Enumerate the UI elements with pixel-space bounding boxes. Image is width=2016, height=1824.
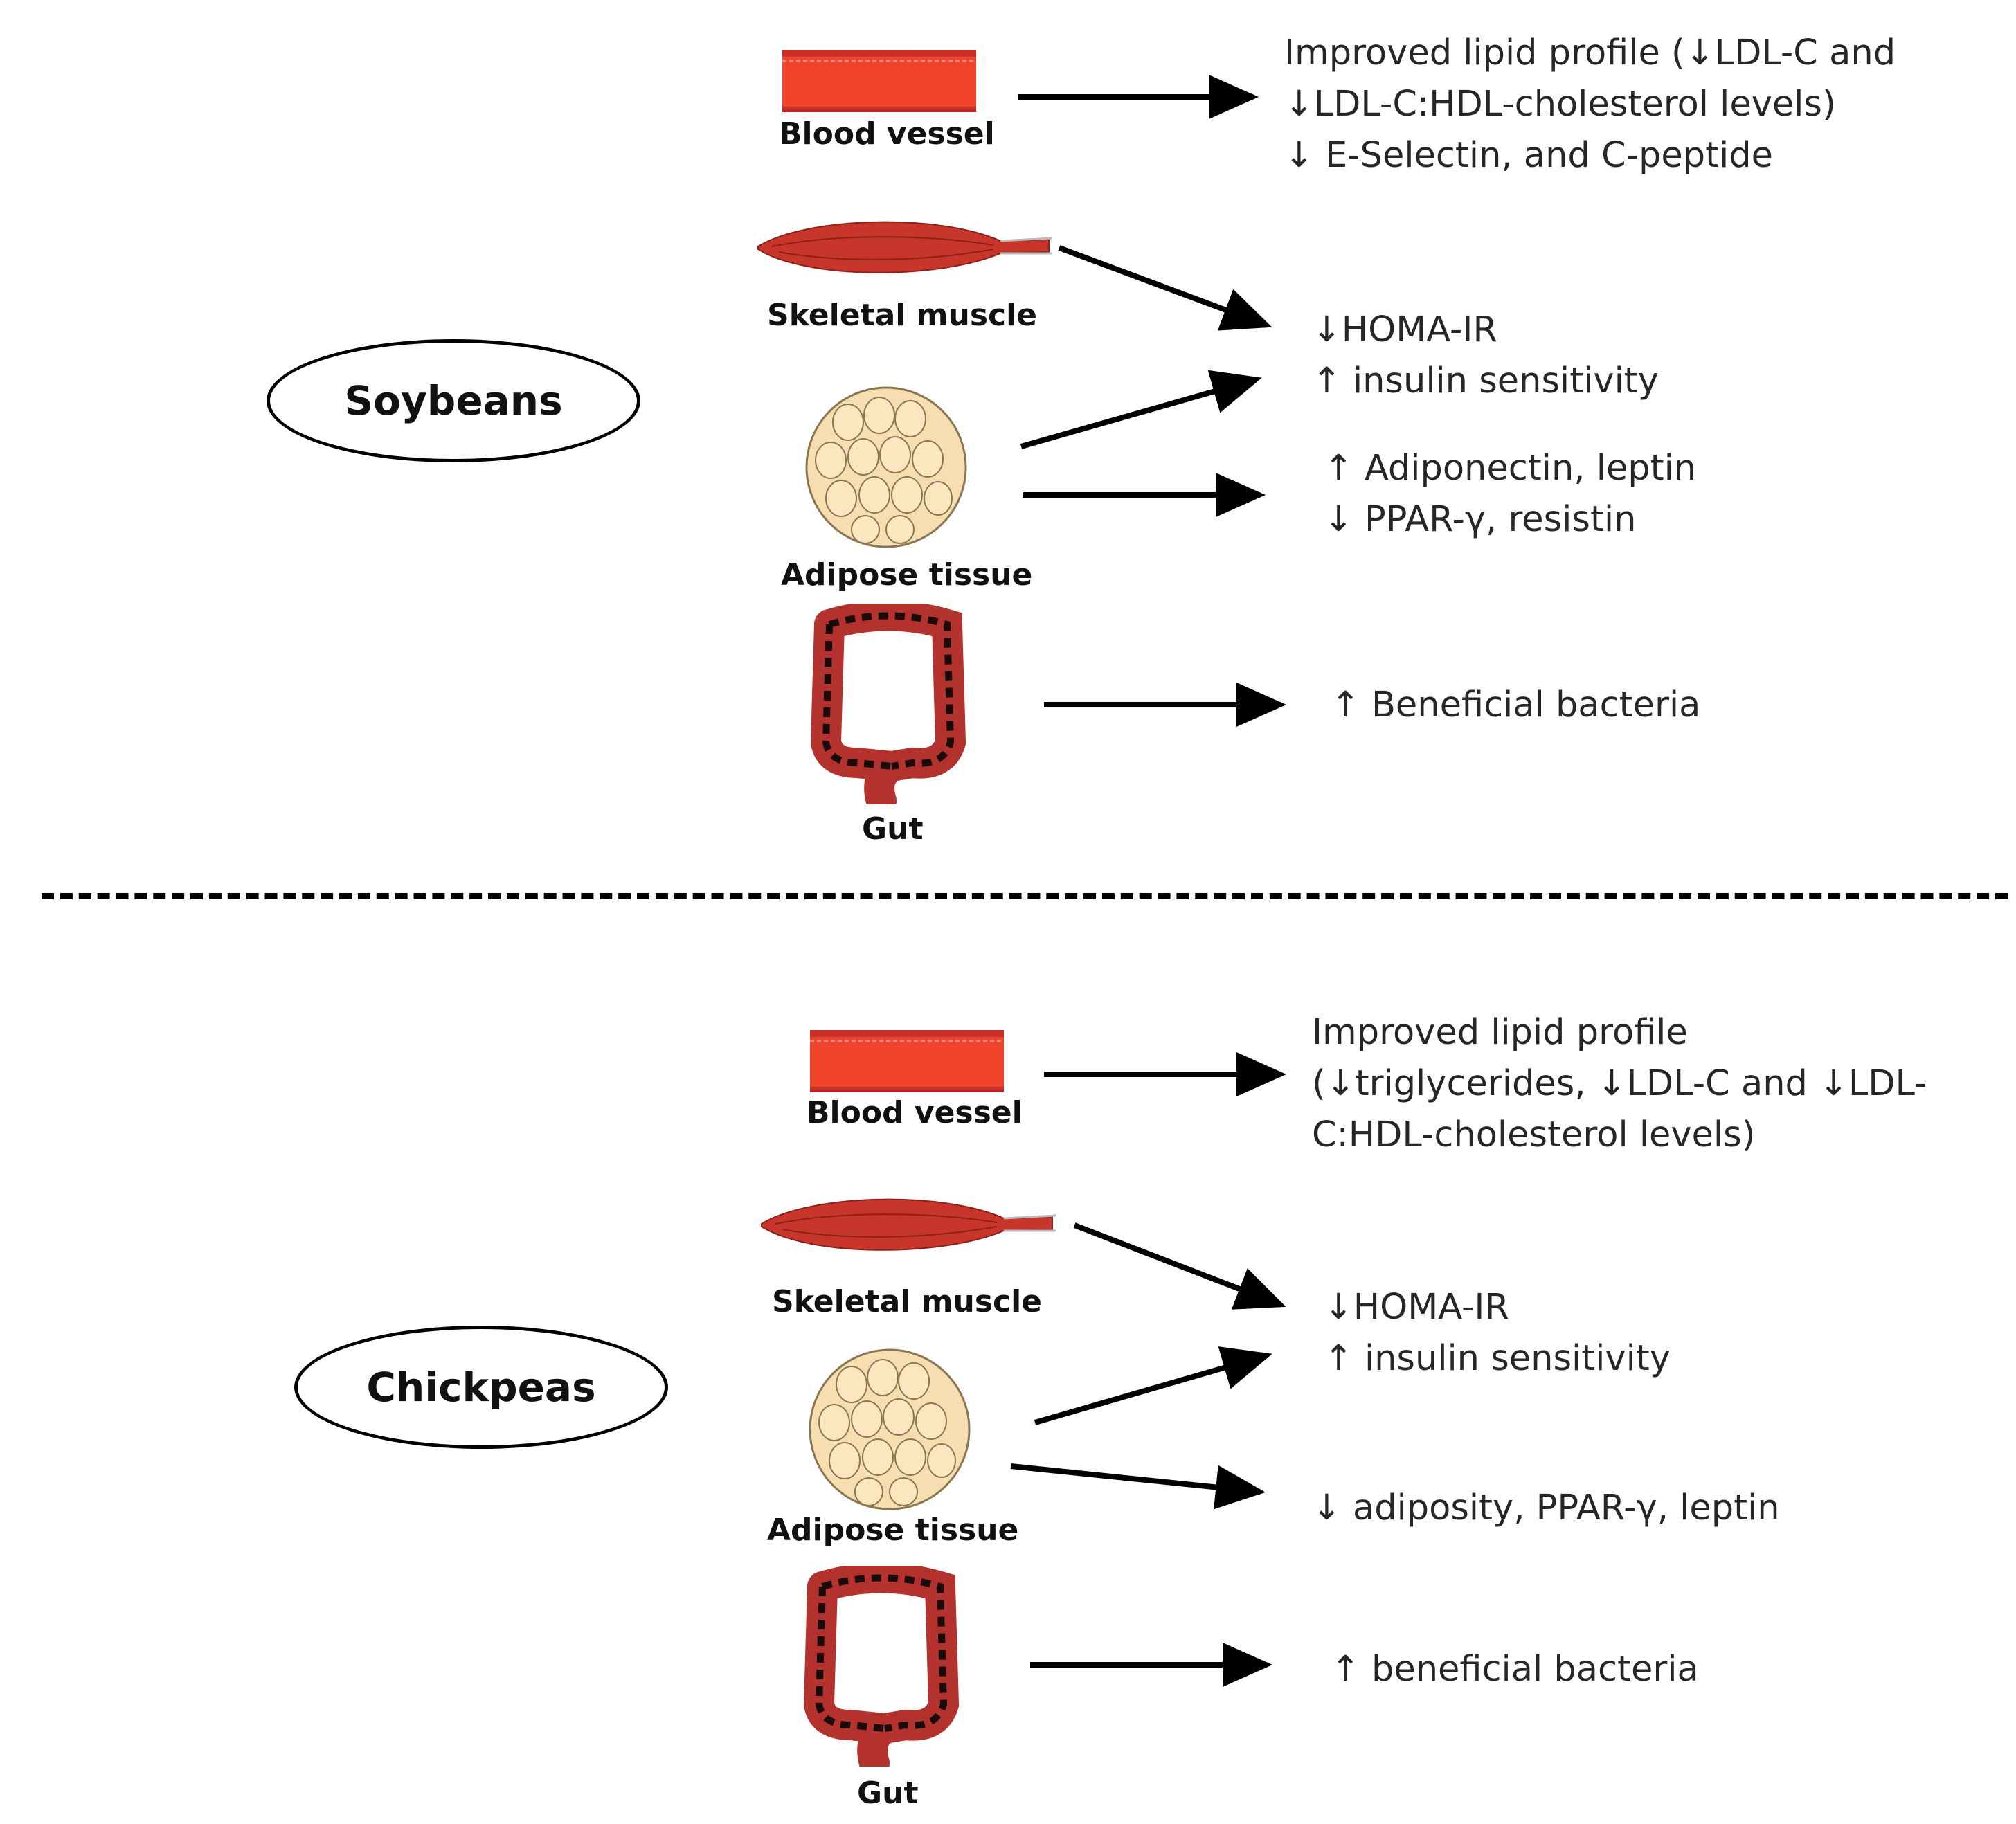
skeletal-muscle-icon <box>757 221 1053 273</box>
gut-label: Gut <box>862 811 924 847</box>
adipose-tissue-label: Adipose tissue <box>767 1513 1019 1548</box>
arrow-chick-muscle <box>1073 1222 1286 1310</box>
blood-vessel-icon <box>782 50 976 112</box>
adipose-tissue-label: Adipose tissue <box>781 557 1033 593</box>
chick-lipid-effect-line1: Improved lipid profile <box>1312 1012 1688 1053</box>
blood-vessel-icon <box>810 1030 1004 1092</box>
soy-adipokine-effect-1: ↑ Adiponectin, leptin <box>1324 448 1697 489</box>
adipose-tissue-icon <box>809 1348 971 1510</box>
gut-label: Gut <box>857 1776 919 1811</box>
chickpeas-oval: Chickpeas <box>294 1326 668 1449</box>
soy-homa-effect: ↓HOMA-IR <box>1312 309 1497 350</box>
soy-gut-effect: ↑ Beneficial bacteria <box>1331 685 1701 725</box>
skeletal-muscle-label: Skeletal muscle <box>772 1284 1043 1319</box>
arrow-soy-adipose-insulin <box>1020 370 1262 449</box>
chick-homa-effect: ↓HOMA-IR <box>1324 1287 1509 1328</box>
chick-gut-effect: ↑ beneficial bacteria <box>1331 1649 1699 1690</box>
soybeans-oval: Soybeans <box>267 339 640 462</box>
chick-adipose-effect: ↓ adiposity, PPAR-γ, leptin <box>1312 1488 1780 1528</box>
soy-lipid-effect-line2: ↓LDL-C:HDL-cholesterol levels) <box>1284 84 1836 125</box>
soy-lipid-effect-line1: Improved lipid profile (↓LDL-C and <box>1284 33 1896 73</box>
skeletal-muscle-label: Skeletal muscle <box>767 298 1038 333</box>
soy-lipid-effect-line3: ↓ E-Selectin, and C-peptide <box>1284 135 1774 176</box>
soy-insulin-effect: ↑ insulin sensitivity <box>1312 361 1659 401</box>
chick-lipid-effect-line3: C:HDL-cholesterol levels) <box>1312 1114 1756 1155</box>
chick-lipid-effect-line2: (↓triglycerides, ↓LDL-C and ↓LDL- <box>1312 1063 1927 1104</box>
section-divider <box>42 893 2008 899</box>
adipose-tissue-icon <box>805 386 967 548</box>
blood-vessel-label: Blood vessel <box>779 116 995 152</box>
blood-vessel-label: Blood vessel <box>807 1095 1023 1130</box>
arrow-chick-adipose-insulin <box>1034 1346 1272 1425</box>
gut-icon <box>810 604 966 804</box>
chick-insulin-effect: ↑ insulin sensitivity <box>1324 1338 1671 1379</box>
soy-adipokine-effect-2: ↓ PPAR-γ, resistin <box>1324 499 1637 540</box>
gut-icon <box>803 1566 960 1767</box>
arrow-soy-muscle <box>1058 245 1272 331</box>
skeletal-muscle-icon <box>761 1198 1056 1251</box>
arrow-chick-adipose-hormones <box>1010 1463 1266 1510</box>
